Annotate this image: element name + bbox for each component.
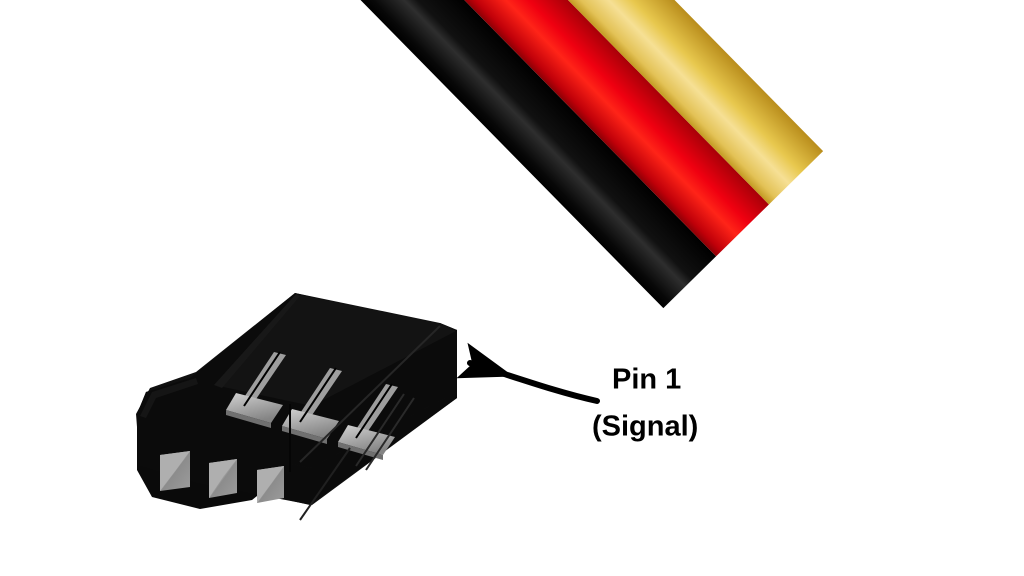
ground-wire	[180, 0, 717, 309]
housing-groove-2	[365, 397, 415, 471]
signal-wire-body	[236, 0, 824, 205]
power-wire-body	[183, 0, 769, 257]
connector-top-bevel	[214, 294, 300, 388]
housing-groove-1	[355, 393, 405, 467]
connector-edge-highlight	[299, 325, 441, 463]
wire-bundle	[180, 0, 824, 309]
pin1-label-line2: (Signal)	[592, 411, 698, 443]
contact-slot-line-1	[243, 351, 281, 407]
socket-holes	[160, 451, 284, 503]
socket-hole-3-facet	[257, 466, 284, 503]
connector-front-bevel	[140, 378, 198, 418]
socket-hole-1-facet	[160, 451, 190, 491]
signal-wire	[236, 0, 824, 205]
contact-pad-1	[226, 393, 283, 423]
contact-slot-line-3	[355, 383, 393, 439]
power-wire	[183, 0, 769, 257]
contact-pad-2	[282, 409, 339, 439]
socket-hole-2-facet	[209, 459, 237, 498]
contact-pad-1-shadow	[226, 410, 271, 428]
contact-slot-line-2	[299, 367, 337, 423]
ground-wire-body	[180, 0, 717, 309]
housing-groove-3	[299, 447, 351, 521]
servo-connector	[136, 293, 457, 521]
contact-pad-3-shadow	[338, 442, 383, 460]
contact-slot-2	[282, 367, 342, 444]
pin1-callout-arrow	[456, 342, 600, 404]
arrow-shaft	[456, 342, 600, 404]
contact-pad-2-shadow	[282, 426, 327, 444]
contact-slot-1	[226, 351, 286, 428]
pin1-label-line1: Pin 1	[612, 364, 681, 396]
